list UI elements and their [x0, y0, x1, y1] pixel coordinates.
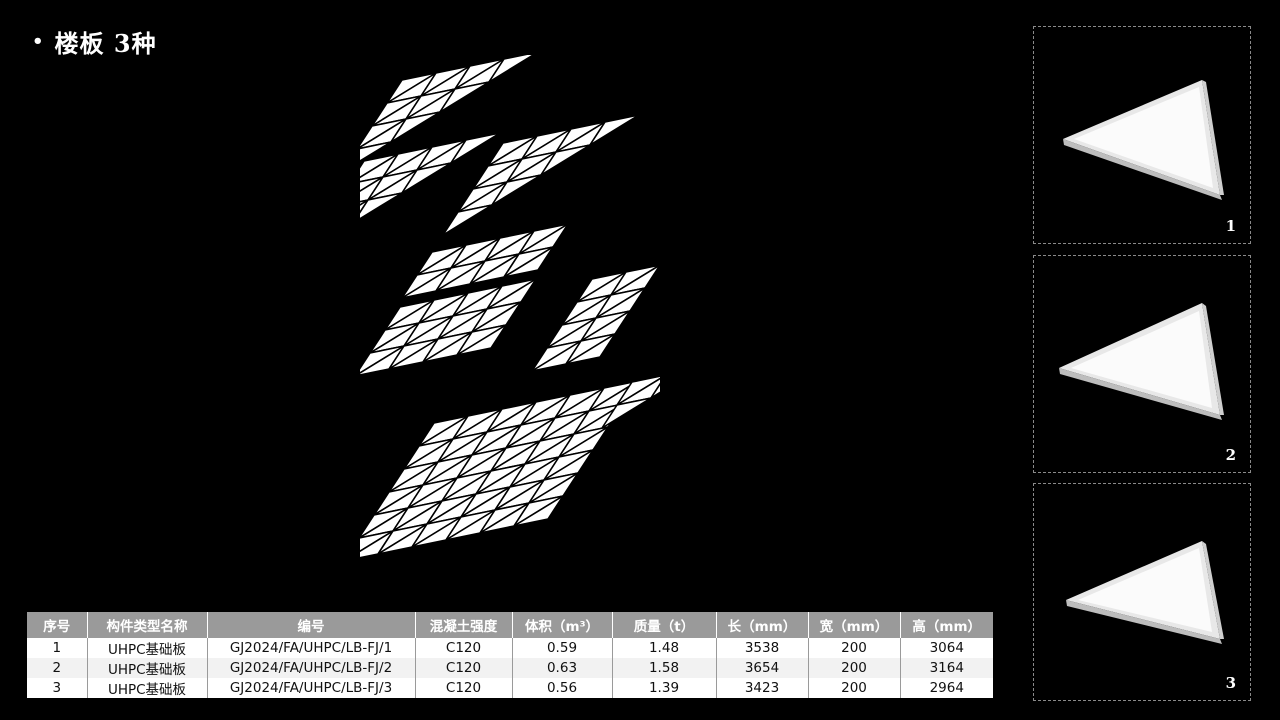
cell-length: 3538: [716, 638, 809, 658]
cell-mass: 1.58: [612, 658, 717, 678]
view-number: 3: [1225, 674, 1236, 692]
slab-parallelogram: [456, 324, 507, 356]
panel-view-3: 3: [1033, 483, 1251, 701]
component-table: 序号 构件类型名称 编号 混凝土强度 体积（m³） 质量（t） 长（mm） 宽（…: [27, 612, 993, 698]
cell-type: UHPC基础板: [87, 658, 208, 678]
slab-triangle: [488, 55, 535, 83]
slab-triangle: [439, 81, 490, 113]
cell-height: 2964: [900, 678, 993, 698]
slab-triangle: [491, 174, 542, 206]
col-header-index: 序号: [27, 612, 88, 638]
cell-volume: 0.59: [512, 638, 613, 658]
cell-concrete: C120: [415, 638, 513, 658]
cell-length: 3423: [716, 678, 809, 698]
cell-type: UHPC基础板: [87, 638, 208, 658]
table-header-row: 序号 构件类型名称 编号 混凝土强度 体积（m³） 质量（t） 长（mm） 宽（…: [27, 612, 993, 638]
page-title: • 楼板 3种: [32, 24, 157, 59]
cell-width: 200: [808, 638, 901, 658]
slab-triangle: [442, 204, 493, 236]
slab-triangle: [540, 144, 591, 176]
col-header-length: 长（mm）: [716, 612, 809, 638]
slab-triangle: [450, 132, 501, 164]
title-bullet: •: [32, 31, 45, 52]
cell-index: 3: [27, 678, 88, 698]
panel-view-1: 1: [1033, 26, 1251, 244]
col-header-height: 高（mm）: [900, 612, 993, 638]
cell-code: GJ2024/FA/UHPC/LB-FJ/1: [207, 638, 416, 658]
slab-triangle: [390, 111, 441, 143]
slab-triangle: [401, 162, 452, 194]
slab-triangle: [360, 141, 392, 162]
table-row: 2 UHPC基础板 GJ2024/FA/UHPC/LB-FJ/2 C120 0.…: [27, 658, 993, 678]
cell-width: 200: [808, 658, 901, 678]
cell-index: 2: [27, 658, 88, 678]
cell-volume: 0.63: [512, 658, 613, 678]
cell-width: 200: [808, 678, 901, 698]
cell-mass: 1.39: [612, 678, 717, 698]
cell-index: 1: [27, 638, 88, 658]
slab-triangle: [589, 114, 640, 146]
slab-parallelogram: [565, 333, 616, 365]
col-header-volume: 体积（m³）: [512, 612, 613, 638]
col-header-mass: 质量（t）: [612, 612, 717, 638]
cell-type: UHPC基础板: [87, 678, 208, 698]
title-text: 楼板 3种: [54, 29, 157, 58]
floor-panel-plan: [360, 55, 660, 559]
slab-large: [601, 397, 652, 429]
cell-mass: 1.48: [612, 638, 717, 658]
cell-height: 3164: [900, 658, 993, 678]
col-header-concrete: 混凝土强度: [415, 612, 513, 638]
cell-code: GJ2024/FA/UHPC/LB-FJ/2: [207, 658, 416, 678]
col-header-type: 构件类型名称: [87, 612, 208, 638]
slab-large: [513, 495, 564, 527]
col-header-code: 编号: [207, 612, 416, 638]
slab-triangle: [360, 192, 403, 220]
cell-length: 3654: [716, 658, 809, 678]
cell-concrete: C120: [415, 658, 513, 678]
col-header-width: 宽（mm）: [808, 612, 901, 638]
slab-large: [650, 382, 660, 399]
table-row: 3 UHPC基础板 GJ2024/FA/UHPC/LB-FJ/3 C120 0.…: [27, 678, 993, 698]
cell-height: 3064: [900, 638, 993, 658]
triangle-panel-icon: [1063, 80, 1224, 200]
slab-parallelogram: [503, 246, 554, 278]
triangle-panel-icon: [1059, 303, 1224, 420]
cell-volume: 0.56: [512, 678, 613, 698]
triangle-panel-icon: [1066, 541, 1224, 644]
cell-code: GJ2024/FA/UHPC/LB-FJ/3: [207, 678, 416, 698]
table-row: 1 UHPC基础板 GJ2024/FA/UHPC/LB-FJ/1 C120 0.…: [27, 638, 993, 658]
view-number: 1: [1225, 217, 1236, 235]
view-number: 2: [1225, 446, 1236, 464]
cell-concrete: C120: [415, 678, 513, 698]
panel-view-2: 2: [1033, 255, 1251, 473]
